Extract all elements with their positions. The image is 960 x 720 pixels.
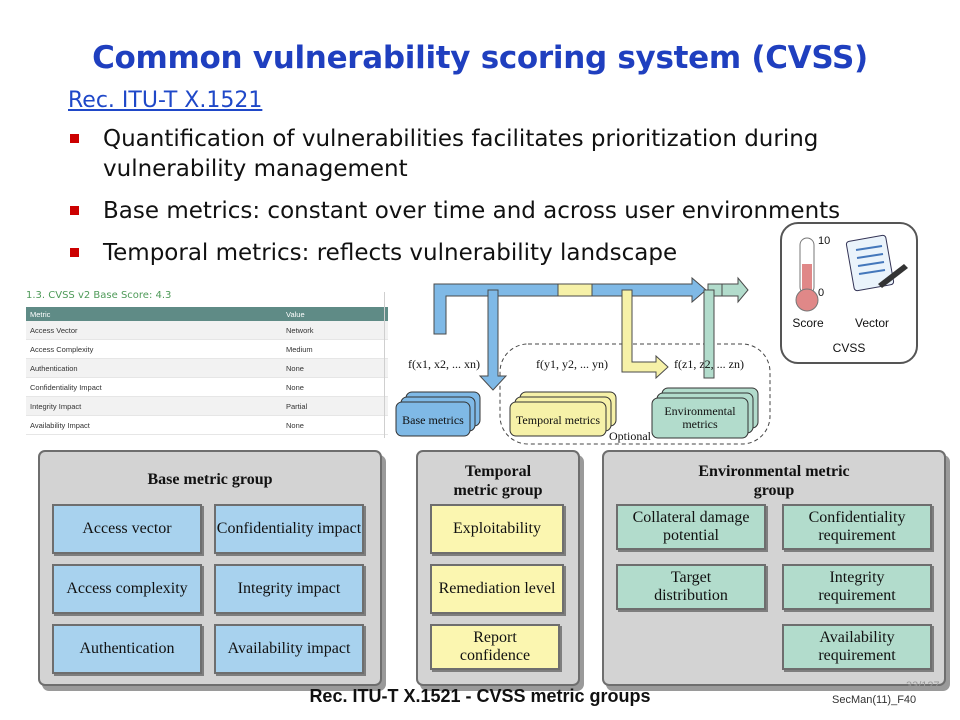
row-metric: Availability Impact — [30, 420, 90, 430]
flow-output-arrow — [721, 276, 749, 304]
table-scrollbar — [384, 292, 385, 438]
optional-label: Optional — [609, 429, 652, 443]
metric-availability-requirement: Availability requirement — [782, 624, 932, 670]
row-value: None — [286, 363, 304, 373]
metric-collateral-damage-potential: Collateral damage potential — [616, 504, 766, 550]
cvss-illustration: 10 0 Score Vector CVSS — [792, 234, 908, 355]
base-metrics-label: Base metrics — [402, 413, 464, 427]
bullet-square-icon — [70, 248, 79, 257]
base-formula: f(x1, x2, ... xn) — [408, 357, 480, 371]
gauge-min: 0 — [818, 287, 824, 299]
row-value: None — [286, 382, 304, 392]
footer-label: SecMan(11)_F40 — [832, 694, 917, 706]
metric-confidentiality-requirement: Confidentiality requirement — [782, 504, 932, 550]
table-body: Access Vector Network Access Complexity Me… — [26, 321, 388, 435]
metric-confidentiality-impact: Confidentiality impact — [214, 504, 364, 554]
metric-remediation-level: Remediation level — [430, 564, 564, 614]
metric-authentication: Authentication — [52, 624, 202, 674]
bullet-text: Base metrics: constant over time and acr… — [103, 198, 841, 224]
bullet-item: Base metrics: constant over time and acr… — [68, 196, 948, 226]
vector-label: Vector — [855, 316, 889, 330]
optional-region — [499, 343, 771, 445]
environmental-metrics-box — [651, 397, 749, 439]
row-metric: Access Vector — [30, 325, 78, 335]
score-table-title: 1.3. CVSS v2 Base Score: 4.3 — [26, 290, 172, 301]
table-row: Authentication None — [26, 359, 388, 378]
metric-availability-impact: Availability impact — [214, 624, 364, 674]
base-branch-arrow — [478, 289, 508, 391]
thermometer-bulb — [795, 288, 819, 312]
environmental-metrics-label: Environmental metrics — [664, 404, 736, 431]
temporal-metrics-box — [509, 401, 607, 437]
table-row: Confidentiality Impact None — [26, 378, 388, 397]
slide-title: Common vulnerability scoring system (CVS… — [92, 40, 868, 76]
vector-document-icon — [845, 234, 908, 292]
metric-access-vector: Access vector — [52, 504, 202, 554]
temporal-formula: f(y1, y2, ... yn) — [536, 357, 608, 371]
header-metric: Metric — [30, 309, 51, 319]
row-metric: Authentication — [30, 363, 78, 373]
temporal-branch-arrow — [621, 289, 669, 380]
cvss-icon-card: 10 0 Score Vector CVSS — [780, 222, 918, 364]
temporal-metric-group: Temporal metric group Exploitability Rem… — [416, 450, 580, 686]
reference-link[interactable]: Rec. ITU-T X.1521 — [68, 88, 263, 113]
table-row: Integrity Impact Partial — [26, 397, 388, 416]
thermometer-fill — [802, 264, 812, 294]
base-group-title: Base metric group — [147, 471, 273, 488]
metric-integrity-impact: Integrity impact — [214, 564, 364, 614]
environmental-group-title: Environmental metric group — [698, 463, 850, 499]
header-value: Value — [286, 309, 305, 319]
metric-target-distribution: Target distribution — [616, 564, 766, 610]
environmental-formula: f(z1, z2, ... zn) — [674, 357, 744, 371]
flow-segment-temporal — [557, 283, 593, 297]
row-value: None — [286, 420, 304, 430]
table-header: Metric Value — [26, 307, 388, 321]
metric-access-complexity: Access complexity — [52, 564, 202, 614]
page-number: 33/127 — [906, 680, 940, 692]
row-metric: Integrity Impact — [30, 401, 82, 411]
environmental-branch-arrow — [703, 289, 715, 379]
cvss-caption: CVSS — [833, 341, 866, 355]
cvss-flow-diagram: f(x1, x2, ... xn) f(y1, y2, ... yn) f(z1… — [395, 276, 771, 445]
gauge-max: 10 — [818, 235, 830, 247]
metric-integrity-requirement: Integrity requirement — [782, 564, 932, 610]
bullet-item: Temporal metrics: reflects vulnerability… — [68, 238, 948, 268]
temporal-group-title: Temporal metric group — [453, 463, 543, 499]
bullet-square-icon — [70, 134, 79, 143]
table-row: Access Vector Network — [26, 321, 388, 340]
row-value: Network — [286, 325, 314, 335]
temporal-metrics-label: Temporal metrics — [516, 413, 600, 427]
metric-report-confidence: Report confidence — [430, 624, 560, 670]
bullet-item: Quantification of vulnerabilities facili… — [68, 124, 948, 184]
bullet-square-icon — [70, 206, 79, 215]
base-metric-group: Base metric group Access vector Confiden… — [38, 450, 382, 686]
row-value: Medium — [286, 344, 313, 354]
row-metric: Confidentiality Impact — [30, 382, 102, 392]
metric-exploitability: Exploitability — [430, 504, 564, 554]
bullet-text: Temporal metrics: reflects vulnerability… — [103, 240, 678, 266]
figure-caption: Rec. ITU-T X.1521 - CVSS metric groups — [309, 686, 651, 706]
table-row: Availability Impact None — [26, 416, 388, 435]
environmental-metric-group: Environmental metric group Collateral da… — [602, 450, 946, 686]
score-table: 1.3. CVSS v2 Base Score: 4.3 Metric Valu… — [26, 290, 388, 435]
bullet-text: Quantification of vulnerabilities facili… — [103, 126, 819, 182]
table-row: Access Complexity Medium — [26, 340, 388, 359]
score-label: Score — [792, 316, 824, 330]
row-metric: Access Complexity — [30, 344, 94, 354]
row-value: Partial — [286, 401, 308, 411]
base-metrics-box — [395, 401, 471, 437]
bullet-list: Quantification of vulnerabilities facili… — [68, 124, 948, 280]
